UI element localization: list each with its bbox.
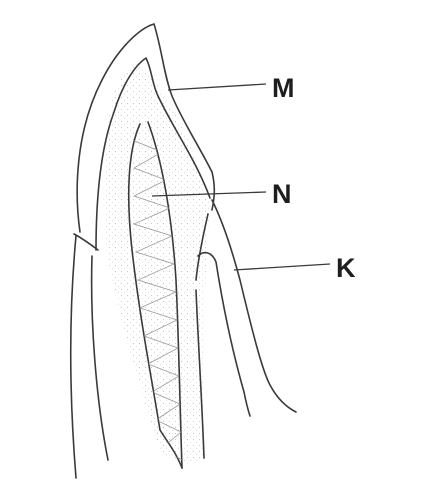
crown-outer-outline	[76, 23, 216, 233]
root-right-inner	[195, 213, 209, 281]
root-right-outer	[211, 199, 297, 413]
label-m: M	[272, 73, 295, 103]
crown-inner-outline	[95, 57, 211, 251]
dentin-region	[103, 62, 210, 464]
leader-n	[151, 191, 267, 197]
pulp-hatching	[131, 139, 182, 461]
gum-notch-left	[73, 233, 99, 251]
label-n: N	[272, 179, 292, 209]
root-right-canal	[195, 289, 205, 459]
pulp-outline-left	[127, 123, 183, 469]
root-left-outer	[69, 235, 77, 479]
leader-k	[233, 263, 331, 271]
gum-cap-right	[197, 251, 251, 417]
root-left-inner	[90, 255, 109, 461]
pulp-outline	[147, 121, 183, 469]
label-k: K	[336, 253, 356, 283]
leader-m	[167, 83, 267, 91]
